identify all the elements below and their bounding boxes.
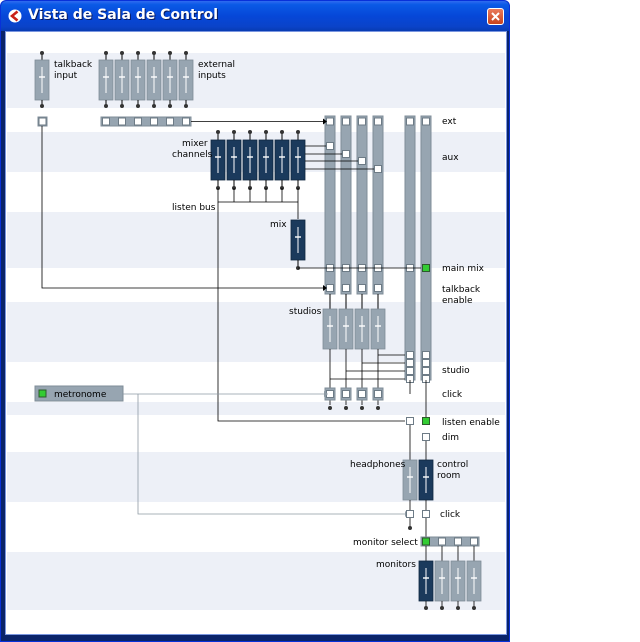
talkback-input-connector[interactable] <box>37 116 48 127</box>
listen-enable-label: listen enable <box>442 418 500 428</box>
cr-click-row[interactable] <box>406 510 430 518</box>
external-inputs-faders[interactable] <box>98 51 194 108</box>
mixer-channels-label: mixer channels <box>172 139 213 160</box>
svg-text:external: external <box>198 60 235 70</box>
monitors-label: monitors <box>376 560 416 570</box>
talkback-enable-label: talkback enable <box>442 285 481 306</box>
svg-text:channels: channels <box>172 150 213 160</box>
mixer-channels-faders[interactable] <box>210 130 306 190</box>
studio-label: studio <box>442 366 470 376</box>
svg-text:talkback: talkback <box>442 285 481 295</box>
aux-label: aux <box>442 153 459 163</box>
dim-label: dim <box>442 433 459 443</box>
monitor-select-bar[interactable] <box>420 536 480 547</box>
svg-text:talkback: talkback <box>54 60 93 70</box>
svg-text:control: control <box>437 460 468 470</box>
routing-diagram: talkback input <box>7 51 505 610</box>
monitor-select-label: monitor select <box>353 538 418 548</box>
studio-click-row[interactable] <box>324 387 384 410</box>
studios-faders[interactable] <box>322 294 386 350</box>
control-room-panel: talkback input <box>5 31 507 635</box>
svg-text:mixer: mixer <box>182 139 208 149</box>
listen-bus-wires <box>217 188 405 422</box>
svg-text:metronome: metronome <box>54 390 107 400</box>
headphones-label: headphones <box>350 460 406 470</box>
click-studio-label: click <box>442 390 463 400</box>
svg-text:input: input <box>54 71 78 81</box>
close-button[interactable] <box>487 8 504 25</box>
svg-text:enable: enable <box>442 296 473 306</box>
control-room-label: control room <box>437 460 468 481</box>
control-room-fader[interactable] <box>418 459 434 501</box>
talkback-wire <box>41 126 323 289</box>
aux-wires <box>305 145 374 170</box>
mix-label: mix <box>270 220 287 230</box>
svg-text:room: room <box>437 471 460 481</box>
window-title: Vista de Sala de Control <box>28 7 219 23</box>
click-cr-label: click <box>440 510 461 520</box>
studios-label: studios <box>289 307 322 317</box>
external-inputs-bus-bar[interactable] <box>100 116 192 127</box>
talkback-input-label: talkback input <box>54 60 93 81</box>
svg-text:inputs: inputs <box>198 71 226 81</box>
monitors-faders[interactable] <box>418 560 482 610</box>
metronome-wires <box>123 393 405 515</box>
cubase-logo-icon <box>8 9 22 23</box>
close-icon <box>491 12 500 21</box>
metronome-button[interactable]: metronome <box>34 385 124 402</box>
control-room-window: Vista de Sala de Control <box>0 0 510 642</box>
talkback-input-fader[interactable] <box>34 51 50 108</box>
title-bar[interactable]: Vista de Sala de Control <box>1 1 509 31</box>
external-inputs-label: external inputs <box>198 60 235 81</box>
main-mix-label: main mix <box>442 264 485 274</box>
listen-bus-label: listen bus <box>172 203 216 213</box>
ext-label: ext <box>442 117 457 127</box>
